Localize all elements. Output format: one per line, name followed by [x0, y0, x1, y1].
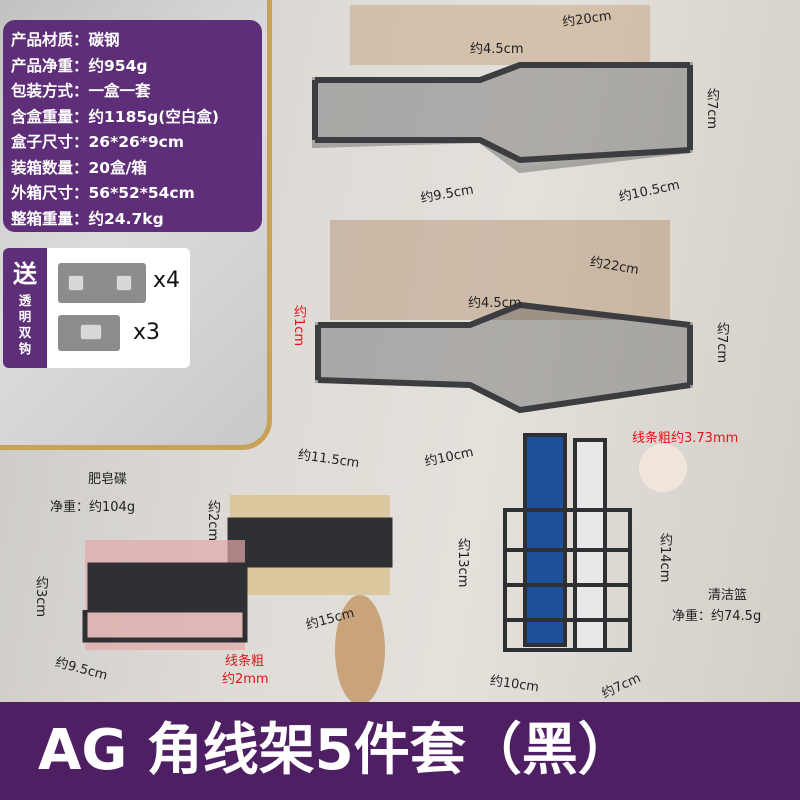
- spec-value: 约1185g(空白盒): [88, 107, 219, 126]
- dim-top-gap: 约4.5cm: [470, 42, 524, 57]
- spec-label: 包装方式：: [11, 82, 89, 100]
- spec-row: 外箱尺寸：56*52*54cm: [11, 181, 254, 207]
- soap-dishes: [82, 495, 393, 650]
- dim-mid-lip: 约1cm: [291, 305, 306, 347]
- top-corner-shelf: [312, 5, 693, 174]
- soap-weight: 净重：约104g: [50, 500, 136, 515]
- brush: [335, 595, 385, 705]
- hook-icon: [68, 275, 84, 291]
- dim-basket-h2: 约14cm: [657, 533, 672, 583]
- spec-label: 外箱尺寸：: [11, 184, 89, 202]
- title-banner: AG 角线架5件套（黑）: [0, 702, 800, 800]
- gift-title: 送: [13, 260, 37, 288]
- dim-soap-wire-value: 约2mm: [222, 672, 269, 687]
- spec-row: 整箱重量：约24.7kg: [11, 207, 254, 233]
- spec-label: 盒子尺寸：: [11, 133, 89, 151]
- spec-row: 产品净重：约954g: [11, 54, 254, 80]
- hook-icon: [80, 324, 102, 340]
- product-title: AG 角线架5件套（黑）: [38, 718, 634, 783]
- hook-card-4: [58, 263, 146, 303]
- spec-label: 整箱重量：: [11, 209, 89, 228]
- dim-soap-height: 约3cm: [33, 576, 48, 618]
- basket-weight: 净重：约74.5g: [672, 609, 762, 624]
- spec-value: 约24.7kg: [88, 209, 164, 228]
- sponge: [639, 444, 687, 492]
- hook-icon: [116, 275, 132, 291]
- spec-value: 碳钢: [88, 31, 120, 49]
- spec-label: 含盒重量：: [11, 107, 89, 126]
- spec-row: 装箱数量：20盒/箱: [11, 156, 254, 182]
- gift-panel: 送 透明双钩 x4 x3: [3, 248, 190, 368]
- spec-row: 产品材质：碳钢: [11, 28, 254, 54]
- basket-name: 清洁篮: [708, 588, 748, 603]
- dim-mid-wire: 线条粗约3.73mm: [632, 431, 739, 446]
- hook-qty-4: x4: [153, 268, 181, 293]
- spec-value: 一盒一套: [88, 82, 151, 100]
- gift-label: 送 透明双钩: [3, 248, 47, 368]
- spec-value: 约954g: [88, 56, 148, 75]
- spec-row: 盒子尺寸：26*26*9cm: [11, 130, 254, 156]
- spec-row: 含盒重量：约1185g(空白盒): [11, 105, 254, 131]
- dim-basket-h1: 约13cm: [455, 538, 470, 588]
- spec-panel: 产品材质：碳钢 产品净重：约954g 包装方式：一盒一套 含盒重量：约1185g…: [3, 20, 262, 232]
- spec-label: 产品净重：: [11, 56, 89, 75]
- spec-label: 产品材质：: [11, 31, 89, 49]
- gift-subtitle: 透明双钩: [18, 293, 32, 356]
- dim-soap-hook: 约2cm: [205, 500, 220, 542]
- dim-mid-height: 约7cm: [714, 322, 729, 364]
- dim-top-height: 约7cm: [704, 88, 719, 130]
- spec-value: 56*52*54cm: [88, 184, 195, 202]
- spec-label: 装箱数量：: [11, 158, 89, 177]
- dim-mid-gap: 约4.5cm: [468, 296, 522, 311]
- hook-qty-3: x3: [133, 320, 161, 345]
- dim-soap-wire: 线条粗: [225, 654, 265, 669]
- cleaning-basket: [503, 433, 632, 652]
- spec-value: 20盒/箱: [88, 158, 147, 177]
- spec-value: 26*26*9cm: [88, 133, 184, 151]
- spec-row: 包装方式：一盒一套: [11, 79, 254, 105]
- soap-name: 肥皂碟: [88, 472, 128, 487]
- hook-card-3: [58, 315, 120, 351]
- middle-corner-shelf: [315, 220, 693, 414]
